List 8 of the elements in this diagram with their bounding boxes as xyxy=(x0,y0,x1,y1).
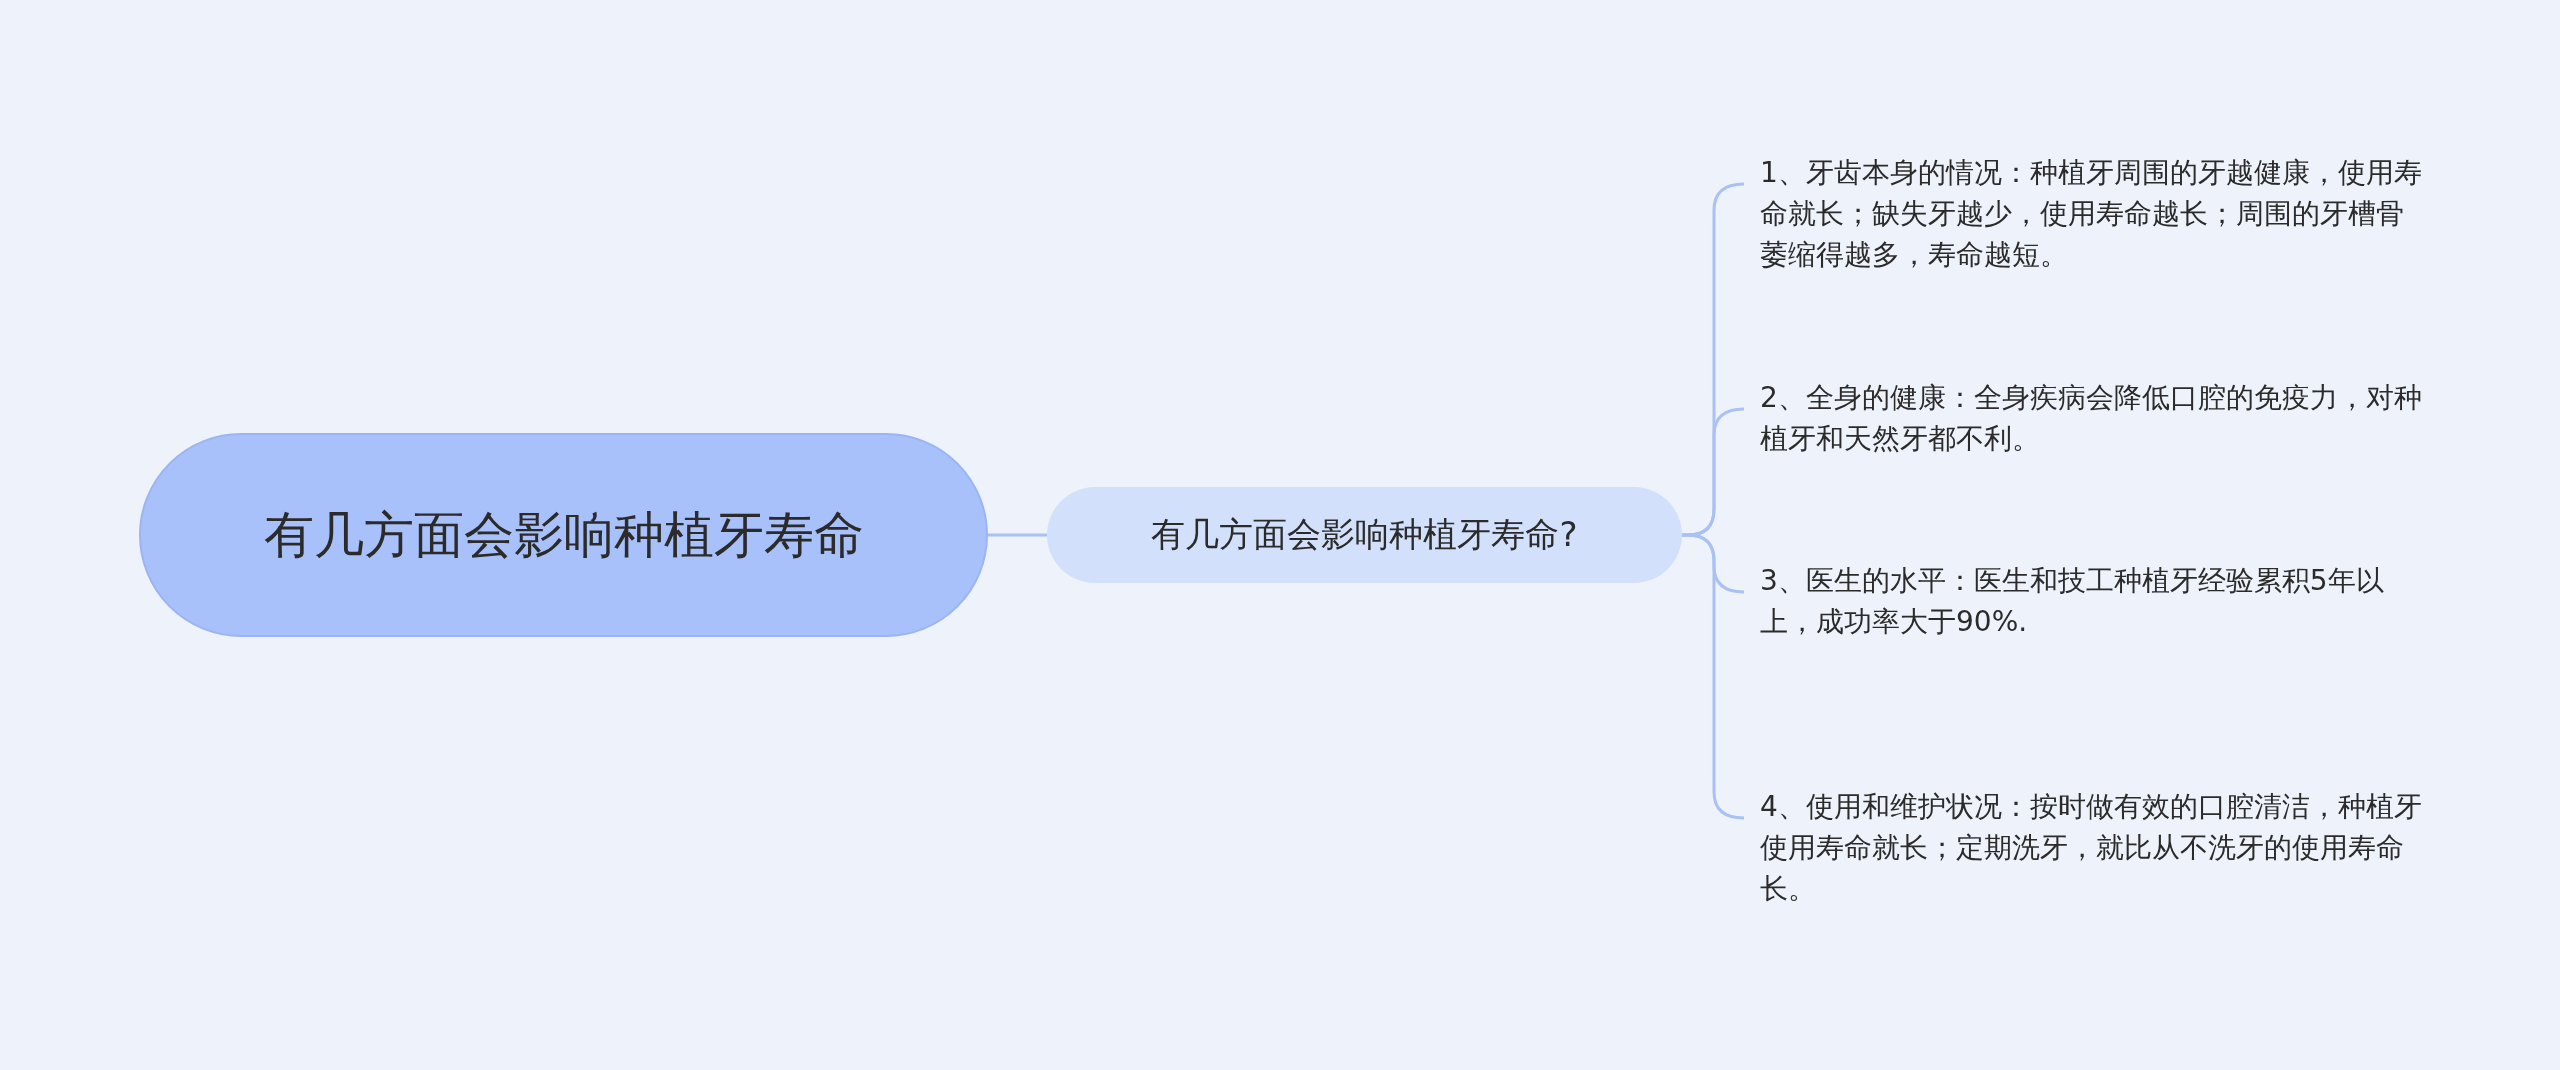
leaf-text: 3、医生的水平：医生和技工种植牙经验累积5年以上，成功率大于90%. xyxy=(1744,560,2424,642)
subtopic-pill: 有几方面会影响种植牙寿命? xyxy=(1047,487,1682,583)
leaf-text: 2、全身的健康：全身疾病会降低口腔的免疫力，对种植牙和天然牙都不利。 xyxy=(1744,377,2424,459)
topic-pill: 有几方面会影响种植牙寿命 xyxy=(139,433,988,637)
leaf-text: 1、牙齿本身的情况：种植牙周围的牙越健康，使用寿命就长；缺失牙越少，使用寿命越长；周围的牙槽骨萎缩得越多，寿命越短。 xyxy=(1744,152,2424,275)
connector-line xyxy=(1682,533,1745,820)
connector-line xyxy=(988,533,1047,537)
leaf-text: 4、使用和维护状况：按时做有效的口腔清洁，种植牙使用寿命就长；定期洗牙，就比从不洗牙的使用寿命长。 xyxy=(1744,786,2424,909)
